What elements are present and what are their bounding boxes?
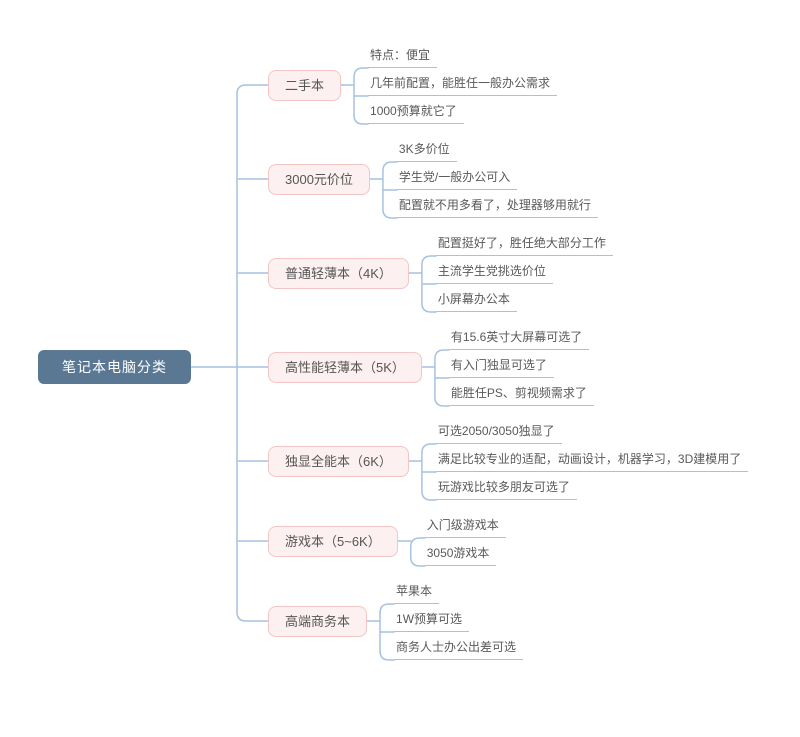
branch-row: 独显全能本（6K） 可选2050/3050独显了满足比较专业的适配，动画设计，机器… <box>268 422 749 500</box>
branch-topic[interactable]: 普通轻薄本（4K） <box>268 257 409 289</box>
sub-topic[interactable]: 几年前配置，能胜任一般办公需求 <box>368 74 558 96</box>
sub-topic[interactable]: 特点：便宜 <box>368 46 438 68</box>
sub-topic[interactable]: 苹果本 <box>394 582 440 604</box>
sub-topic[interactable]: 有入门独显可选了 <box>448 356 554 378</box>
sub-topic[interactable]: 配置就不用多看了，处理器够用就行 <box>396 196 598 218</box>
children-group: 特点：便宜几年前配置，能胜任一般办公需求 1000预算就它了 <box>368 46 558 124</box>
branch-topic[interactable]: 高端商务本 <box>268 605 368 637</box>
sub-topic[interactable]: 小屏幕办公本 <box>435 290 517 312</box>
sub-topic[interactable]: 1000预算就它了 <box>368 102 464 124</box>
children-group: 苹果本 1W预算可选商务人士办公出差可选 <box>394 582 524 660</box>
branch-topic[interactable]: 高性能轻薄本（5K） <box>268 351 422 383</box>
sub-topic[interactable]: 学生党/一般办公可入 <box>396 168 518 190</box>
branch-row: 普通轻薄本（4K） 配置挺好了，胜任绝大部分工作主流学生党挑选价位小屏幕办公本 <box>268 234 748 312</box>
sub-topic[interactable]: 可选2050/3050独显了 <box>435 422 562 444</box>
children-group: 配置挺好了，胜任绝大部分工作主流学生党挑选价位小屏幕办公本 <box>435 234 613 312</box>
sub-topic[interactable]: 入门级游戏本 <box>424 516 506 538</box>
branch-row: 高端商务本 苹果本 1W预算可选商务人士办公出差可选 <box>268 582 748 660</box>
branch-row: 高性能轻薄本（5K） 有15.6英寸大屏幕可选了有入门独显可选了能胜任PS、剪视频… <box>268 328 748 406</box>
sub-topic[interactable]: 有15.6英寸大屏幕可选了 <box>448 328 590 350</box>
branch-topic[interactable]: 二手本 <box>268 69 342 101</box>
sub-topic[interactable]: 商务人士办公出差可选 <box>394 638 524 660</box>
children-group: 可选2050/3050独显了满足比较专业的适配，动画设计，机器学习，3D建模用了… <box>435 422 749 500</box>
branch-row: 3000元价位 3K多价位学生党/一般办公可入配置就不用多看了，处理器够用就行 <box>268 140 748 218</box>
children-group: 入门级游戏本 3050游戏本 <box>424 516 506 566</box>
sub-topic[interactable]: 主流学生党挑选价位 <box>435 262 553 284</box>
sub-topic[interactable]: 3050游戏本 <box>424 544 497 566</box>
branch-topic[interactable]: 3000元价位 <box>268 163 370 195</box>
branch-topic[interactable]: 独显全能本（6K） <box>268 445 409 477</box>
children-group: 3K多价位学生党/一般办公可入配置就不用多看了，处理器够用就行 <box>396 140 598 218</box>
children-group: 有15.6英寸大屏幕可选了有入门独显可选了能胜任PS、剪视频需求了 <box>448 328 594 406</box>
branch-row: 游戏本（5~6K） 入门级游戏本 3050游戏本 <box>268 516 748 566</box>
branch-topic[interactable]: 游戏本（5~6K） <box>268 525 398 557</box>
root-topic[interactable]: 笔记本电脑分类 <box>38 350 191 384</box>
branch-row: 二手本 特点：便宜几年前配置，能胜任一般办公需求 1000预算就它了 <box>268 46 748 124</box>
sub-topic[interactable]: 3K多价位 <box>396 140 457 162</box>
sub-topic[interactable]: 玩游戏比较多朋友可选了 <box>435 478 577 500</box>
sub-topic[interactable]: 能胜任PS、剪视频需求了 <box>448 384 594 406</box>
sub-topic[interactable]: 满足比较专业的适配，动画设计，机器学习，3D建模用了 <box>435 450 749 472</box>
sub-topic[interactable]: 配置挺好了，胜任绝大部分工作 <box>435 234 613 256</box>
sub-topic[interactable]: 1W预算可选 <box>394 610 470 632</box>
